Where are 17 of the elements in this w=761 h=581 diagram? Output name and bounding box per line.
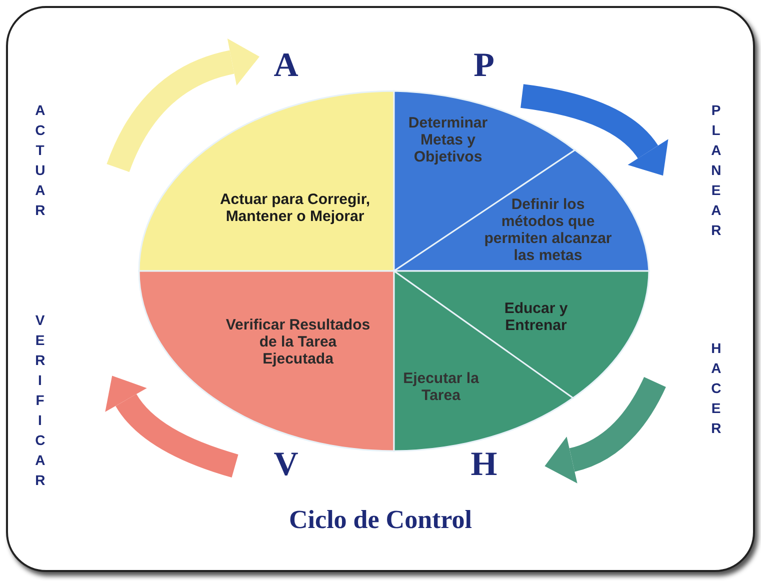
cycle-segment bbox=[137, 269, 396, 453]
phase-word: VERIFICAR bbox=[35, 311, 45, 490]
cycle-segment bbox=[137, 89, 396, 273]
segment-text: Educar y Entrenar bbox=[503, 300, 569, 334]
phase-letter: H bbox=[470, 446, 498, 484]
segment-text: Determinar Metas y Objetivos bbox=[407, 114, 489, 166]
phase-word: HACER bbox=[711, 339, 721, 438]
phase-word: PLANEAR bbox=[711, 101, 721, 240]
segment-text: Definir los métodos que permiten alcanzar las metas bbox=[483, 196, 613, 264]
phase-letter: P bbox=[474, 47, 494, 85]
phase-word: ACTUAR bbox=[35, 101, 45, 220]
phase-letter: V bbox=[274, 446, 298, 484]
segment-text: Ejecutar la Tarea bbox=[402, 370, 480, 404]
caption: Ciclo de Control bbox=[289, 505, 472, 535]
segment-text: Actuar para Corregir, Mantener o Mejorar bbox=[218, 191, 372, 225]
phase-letter: A bbox=[274, 47, 298, 85]
segment-text: Verificar Resultados de la Tarea Ejecutada bbox=[224, 316, 372, 368]
